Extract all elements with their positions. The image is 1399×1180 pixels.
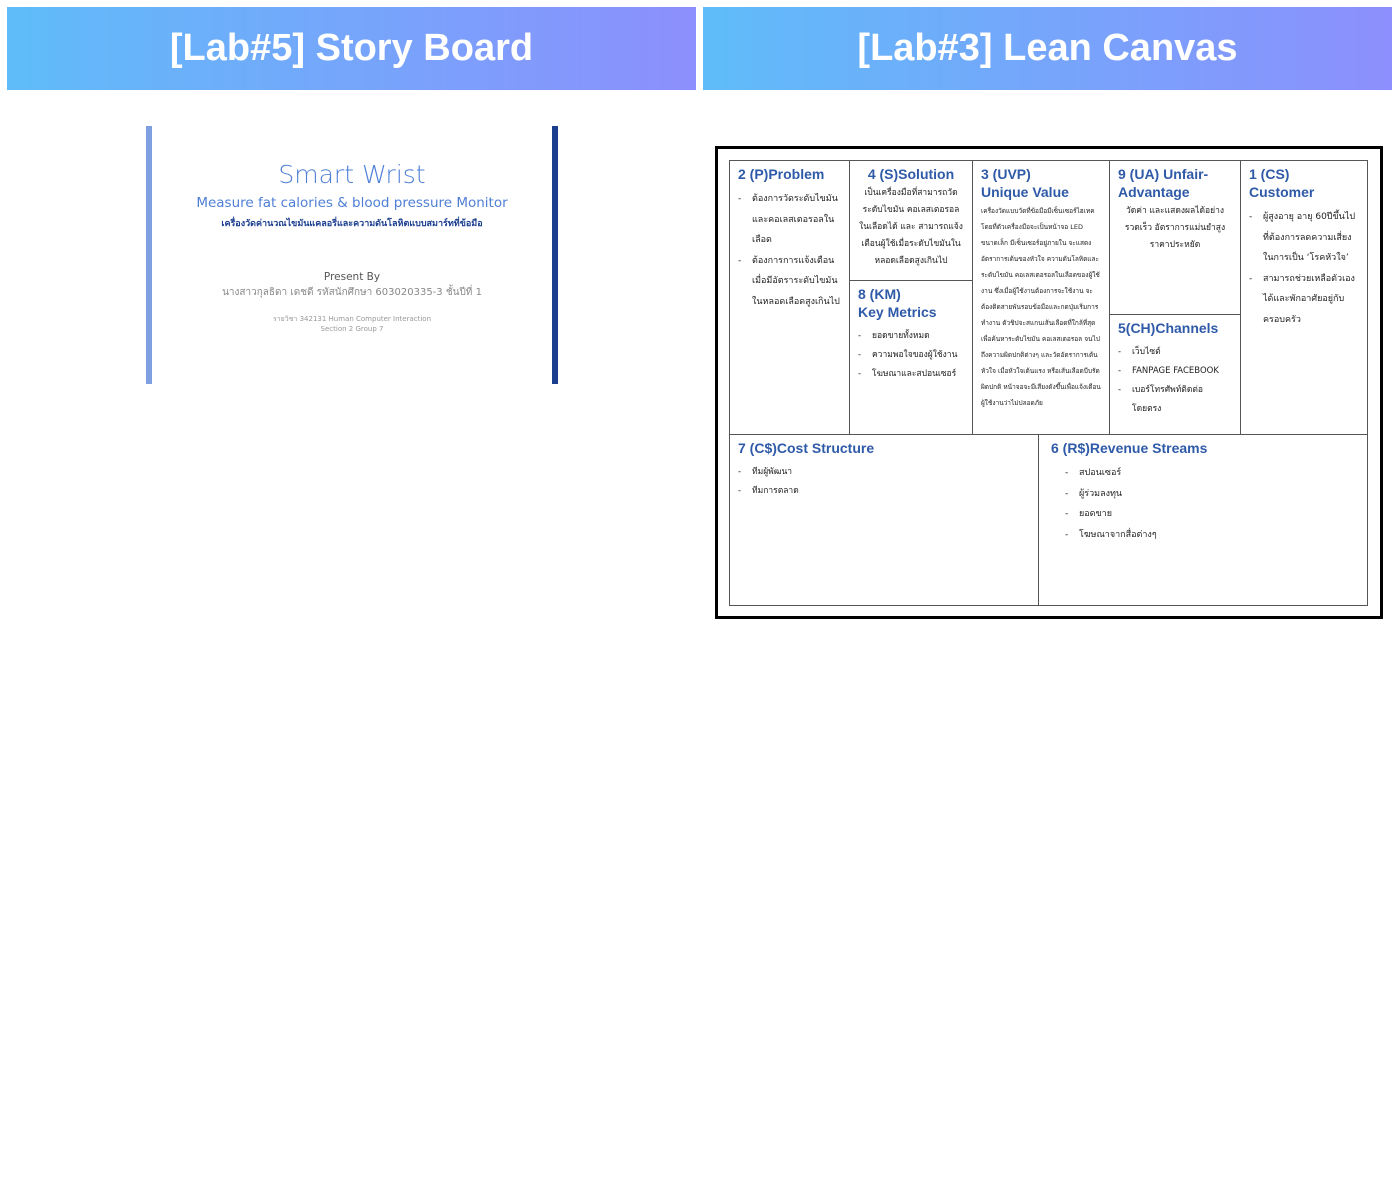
slide-right-accent-bar (552, 126, 558, 384)
slide-thai-subtitle: เครื่องวัดค่านวณไขมันแคลอรี่และความดันโล… (221, 219, 483, 229)
problem-item: ต้องการวัดระดับไขมันและคอเลสเตอรอลในเลือ… (738, 189, 841, 251)
problem-cell: 2 (P)Problem ต้องการวัดระดับไขมันและคอเล… (729, 160, 850, 435)
slide-course-info: รายวิชา 342131 Human Computer Interactio… (146, 314, 558, 334)
customer-title-line1: 1 (CS) (1249, 166, 1290, 182)
lean-canvas: 2 (P)Problem ต้องการวัดระดับไขมันและคอเล… (715, 146, 1383, 619)
key-metrics-title-line2: Key Metrics (858, 304, 937, 320)
lean-canvas-title-banner: [Lab#3] Lean Canvas (703, 7, 1392, 90)
unfair-advantage-cell: 9 (UA) Unfair- Advantage วัดค่า และแสดงผ… (1109, 160, 1241, 315)
storyboard-title-banner: [Lab#5] Story Board (7, 7, 696, 90)
problem-item: ต้องการการแจ้งเตือนเมื่อมีอัตราระดับไขมั… (738, 251, 841, 313)
revenue-streams-item: ยอดขาย (1065, 504, 1359, 525)
slide-presenter: นางสาวกุลธิดา เดชดี รหัสนักศึกษา 6030203… (222, 287, 482, 298)
cost-structure-item: ทีมผู้พัฒนา (738, 463, 1030, 482)
slide-title: Smart Wrist (278, 160, 426, 189)
problem-title: 2 (P)Problem (738, 166, 825, 182)
solution-title: 4 (S)Solution (867, 166, 955, 182)
key-metrics-item: ยอดขายทั้งหมด (858, 327, 964, 346)
revenue-streams-item: โฆษณาจากสื่อต่างๆ (1065, 525, 1359, 546)
cost-structure-cell: 7 (C$)Cost Structure ทีมผู้พัฒนา ทีมการต… (729, 434, 1039, 606)
uvp-cell: 3 (UVP) Unique Value เครื่องวัดแบบวัดที่… (972, 160, 1110, 435)
slide-present-by: Present By (323, 271, 381, 283)
customer-item: ผู้สูงอายุ อายุ 60ปีขึ้นไปที่ต้องการลดคว… (1249, 207, 1359, 269)
key-metrics-cell: 8 (KM) Key Metrics ยอดขายทั้งหมด ความพอใ… (849, 280, 973, 435)
revenue-streams-title: 6 (R$)Revenue Streams (1051, 440, 1208, 456)
uvp-title-line2: Unique Value (981, 184, 1069, 200)
revenue-streams-cell: 6 (R$)Revenue Streams สปอนเซอร์ ผู้ร่วมล… (1038, 434, 1368, 606)
key-metrics-item: โฆษณาและสปอนเซอร์ (858, 365, 964, 384)
key-metrics-item: ความพอใจของผู้ใช้งาน (858, 346, 964, 365)
solution-text: เป็นเครื่องมือที่สามารถวัดระดับไขมัน คอเ… (859, 188, 963, 266)
channels-cell: 5(CH)Channels เว็บไซต์ FANPAGE FACEBOOK … (1109, 314, 1241, 435)
unfair-advantage-title-line2: Advantage (1118, 184, 1190, 200)
solution-cell: 4 (S)Solution เป็นเครื่องมือที่สามารถวัด… (849, 160, 973, 281)
slide-section: Section 2 Group 7 (320, 325, 384, 333)
customer-title-line2: Customer (1249, 184, 1315, 200)
storyboard-title: [Lab#5] Story Board (169, 27, 534, 69)
channels-item: เว็บไซต์ (1118, 343, 1232, 362)
key-metrics-title-line1: 8 (KM) (858, 286, 901, 302)
revenue-streams-item: สปอนเซอร์ (1065, 463, 1359, 484)
uvp-title-line1: 3 (UVP) (981, 166, 1031, 182)
channels-item: FANPAGE FACEBOOK (1118, 362, 1232, 381)
cost-structure-title: 7 (C$)Cost Structure (738, 440, 875, 456)
unfair-advantage-text: วัดค่า และแสดงผลได้อย่างรวดเร็ว อัตราการ… (1124, 206, 1226, 250)
slide-subtitle: Measure fat calories & blood pressure Mo… (196, 195, 508, 211)
cost-structure-item: ทีมการตลาด (738, 482, 1030, 501)
unfair-advantage-title-line1: 9 (UA) Unfair- (1118, 166, 1209, 182)
slide-course: รายวิชา 342131 Human Computer Interactio… (272, 315, 432, 323)
lean-canvas-title: [Lab#3] Lean Canvas (857, 27, 1238, 69)
storyboard-slide: Smart Wrist Measure fat calories & blood… (146, 126, 558, 384)
channels-title: 5(CH)Channels (1118, 320, 1219, 336)
channels-item: เบอร์โทรศัพท์ติดต่อโดยตรง (1118, 381, 1232, 419)
customer-item: สามารถช่วยเหลือตัวเองได้และพักอาศัยอยู่ก… (1249, 269, 1359, 331)
slide-left-accent-bar (146, 126, 152, 384)
uvp-text: เครื่องวัดแบบวัดที่ข้อมือมีเซ็นเซอร์ไฮเท… (981, 207, 1101, 407)
revenue-streams-item: ผู้ร่วมลงทุน (1065, 484, 1359, 505)
customer-cell: 1 (CS) Customer ผู้สูงอายุ อายุ 60ปีขึ้น… (1240, 160, 1368, 435)
